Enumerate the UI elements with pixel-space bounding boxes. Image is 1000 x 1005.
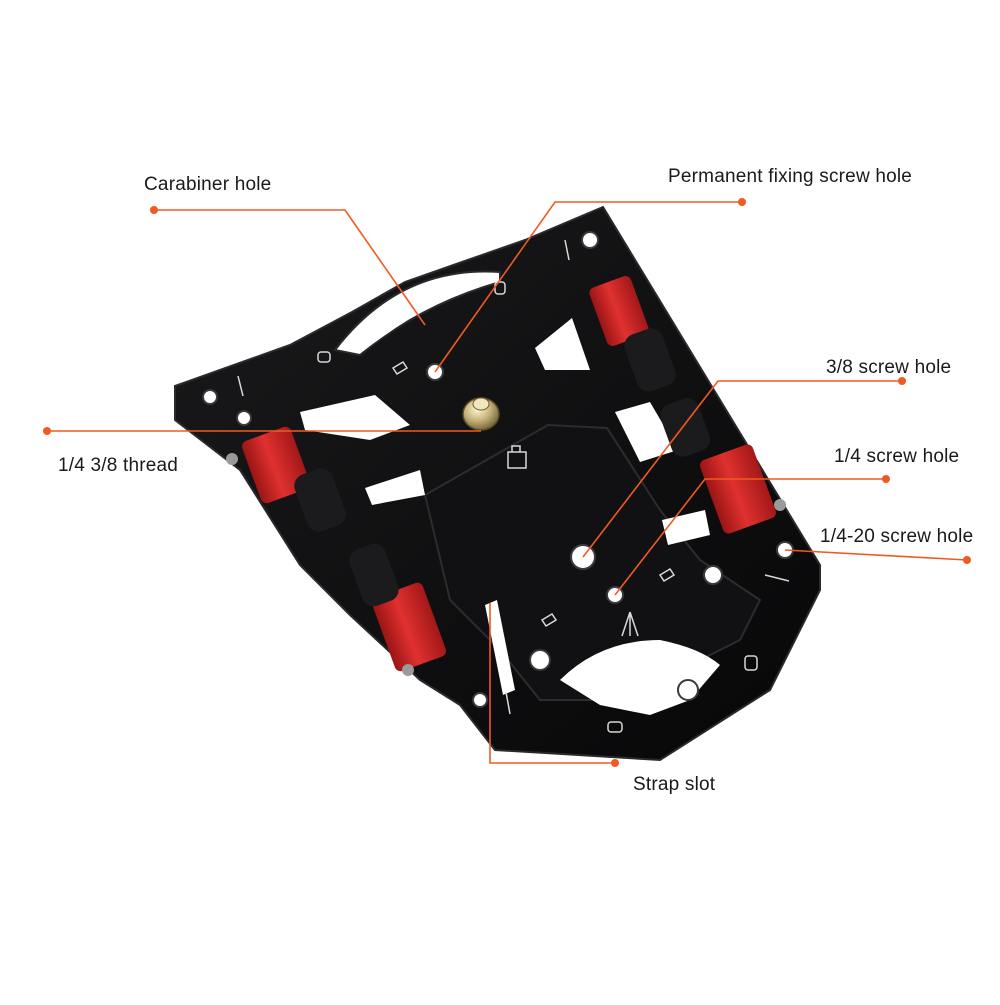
carabiner-icon xyxy=(607,721,623,733)
drill-icon xyxy=(658,567,676,583)
screw-icon xyxy=(764,574,790,582)
label-1-4-screw-hole: 1/4 screw hole xyxy=(834,446,960,467)
hole-bottom-left xyxy=(529,649,551,671)
strap-slot xyxy=(485,600,515,695)
hole-left-2 xyxy=(236,410,252,426)
camera-mount-icon xyxy=(507,445,527,469)
cutout-left-lower xyxy=(365,470,425,505)
roller-right-top xyxy=(589,276,676,392)
callout-line-14 xyxy=(614,478,886,596)
screw-icon xyxy=(505,691,511,715)
label-1-4-3-8-thread: 1/4 3/8 thread xyxy=(58,455,179,476)
roller-left-bottom xyxy=(349,543,447,676)
hole-right-mid xyxy=(703,565,723,585)
callout-dots xyxy=(43,198,971,767)
roller-left-top xyxy=(226,426,346,532)
label-1-4-20-screw-hole: 1/4-20 screw hole xyxy=(820,526,974,547)
callout-line-carabiner xyxy=(154,209,426,326)
label-strap-slot: Strap slot xyxy=(633,774,716,795)
callout-line-38 xyxy=(582,380,902,558)
tripod-icon xyxy=(621,611,639,637)
hole-left-edge xyxy=(202,389,218,405)
drill-icon xyxy=(540,612,558,628)
cutout-left-upper xyxy=(300,395,410,440)
callout-line-1420 xyxy=(784,549,968,561)
hole-bottom-1 xyxy=(472,692,488,708)
screw-icon xyxy=(564,239,570,261)
callout-lines xyxy=(47,201,968,764)
cutout-right-mid xyxy=(615,402,678,462)
carabiner-icon xyxy=(744,655,758,671)
cutout-right-upper xyxy=(535,318,590,370)
label-permanent-fixing-screw-hole: Permanent fixing screw hole xyxy=(668,166,913,187)
callout-line-fixing xyxy=(434,201,742,373)
label-carabiner-hole: Carabiner hole xyxy=(144,174,272,195)
hole-bottom-right xyxy=(677,679,699,701)
callout-line-strap xyxy=(489,603,615,764)
label-3-8-screw-hole: 3/8 screw hole xyxy=(826,357,952,378)
etched-icons xyxy=(237,239,790,733)
hole-top-right xyxy=(581,231,599,249)
thumb-screw-icon xyxy=(462,397,500,431)
drill-icon xyxy=(391,360,409,376)
carabiner-icon xyxy=(317,351,331,363)
screw-icon xyxy=(237,375,244,397)
roller-right-bottom xyxy=(660,398,786,534)
